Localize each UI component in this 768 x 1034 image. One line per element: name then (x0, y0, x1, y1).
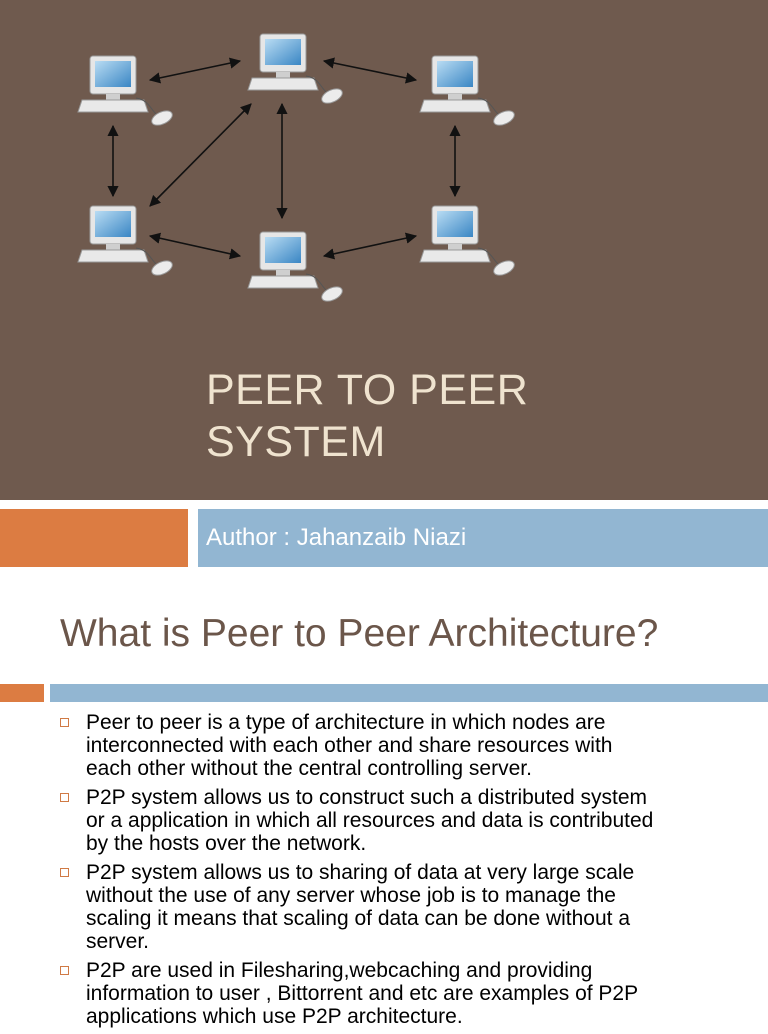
author-label: Author : Jahanzaib Niazi (206, 524, 467, 551)
bullet-line: without the use of any server whose job … (86, 884, 616, 907)
computer-icon (247, 33, 346, 107)
bullet-list: Peer to peer is a type of architecture i… (58, 711, 758, 1034)
computer-icon (419, 205, 518, 279)
bullet-line: P2P system allows us to construct such a… (86, 786, 648, 809)
bullet-line: P2P are used in Filesharing,webcaching a… (86, 959, 593, 982)
title-line-2: SYSTEM (206, 418, 386, 466)
bullet-line: interconnected with each other and share… (86, 734, 613, 757)
bullet-item: P2P system allows us to construct such a… (58, 786, 758, 855)
square-bullet-icon (60, 868, 69, 877)
bullet-line: by the hosts over the network. (86, 832, 367, 855)
bullet-line: or a application in which all resources … (86, 809, 654, 832)
title-line-1: PEER TO PEER (206, 366, 529, 414)
bullet-line: server. (86, 930, 150, 953)
computer-icon (247, 231, 346, 305)
accent-bar-blue (198, 509, 768, 567)
bullet-line: each other without the central controlli… (86, 757, 532, 780)
computer-icon (77, 205, 176, 279)
p2p-network-diagram (77, 33, 518, 305)
bullet-item: Peer to peer is a type of architecture i… (58, 711, 758, 780)
bullet-item: P2P system allows us to sharing of data … (58, 861, 758, 953)
accent-bar-blue-thin (50, 684, 768, 702)
bullet-line: information to user , Bittorrent and etc… (86, 982, 639, 1005)
square-bullet-icon (60, 966, 69, 975)
computer-icon (77, 55, 176, 129)
bullet-line: applications which use P2P architecture. (86, 1005, 463, 1028)
accent-bar-orange (0, 509, 188, 567)
bullet-item: P2P are used in Filesharing,webcaching a… (58, 959, 758, 1028)
accent-bar-orange-small (0, 684, 44, 702)
bullet-line: P2P system allows us to sharing of data … (86, 861, 635, 884)
bullet-line: Peer to peer is a type of architecture i… (86, 711, 606, 734)
slide-heading: What is Peer to Peer Architecture? (60, 612, 659, 655)
square-bullet-icon (60, 718, 69, 727)
bullet-line: scaling it means that scaling of data ca… (86, 907, 631, 930)
computer-icon (419, 55, 518, 129)
square-bullet-icon (60, 793, 69, 802)
